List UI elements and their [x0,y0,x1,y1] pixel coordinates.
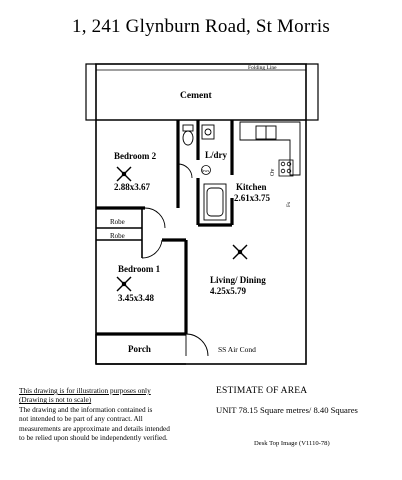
door-arc-bed1 [141,239,163,259]
laundry-tub-icon [201,124,215,140]
fan-icon-bed1 [116,276,132,292]
hws-label: hws [202,168,209,173]
living-size: 4.25x5.79 [210,286,247,296]
disclaimer-line-3: The drawing and the information containe… [19,404,153,414]
cooktop-icon [278,159,294,177]
bedroom1-size: 3.45x3.48 [118,293,155,303]
disclaimer-line-2: (Drawing is not to scale) [19,395,92,405]
fridge-space-label: Fs [286,202,292,207]
door-swings [141,163,209,357]
disclaimer-line-6: to be relied upon should be independentl… [19,433,168,443]
bedroom1-label: Bedroom 1 [118,264,161,274]
disclaimer: This drawing is for illustration purpose… [19,386,199,442]
bath-icon [203,183,227,221]
ldry-label: L/dry [205,150,228,160]
left-overhang [85,63,96,121]
disclaimer-line-4: not intended to be part of any contract.… [19,414,143,424]
door-arc-front [185,333,209,357]
estimate-heading: ESTIMATE OF AREA [216,386,308,396]
cement-label: Cement [180,91,212,101]
porch-label: Porch [128,344,151,354]
outer-boundary [95,63,307,365]
disclaimer-line-5: measurements are approximate and details… [19,423,170,433]
oven-label: Ov [270,169,276,176]
fan-icon-bed2 [116,166,132,182]
kitchen-size: 2.61x3.75 [234,193,271,203]
living-label: Living/ Dining [210,275,266,285]
folding-line-label: Folding Line [248,65,277,71]
image-reference: Desk Top Image (V1110-78) [254,440,330,447]
hws-icon [201,165,211,175]
ceiling-fans [116,166,248,292]
toilet-icon [182,124,194,146]
door-arc-bed2 [144,207,166,229]
fan-icon-living [232,244,248,260]
door-arc-bath [177,163,193,179]
porch-outline [95,334,186,365]
bedroom2-size: 2.88x3.67 [114,182,151,192]
kitchen-bench [239,121,301,176]
sink-icon [255,125,277,140]
outer-walls [85,63,319,365]
robe1-label: Robe [110,218,125,226]
disclaimer-line-1: This drawing is for illustration purpose… [19,386,151,395]
aircon-label: SS Air Cond [218,345,256,354]
kitchen-label: Kitchen [236,182,267,192]
estimate-unit-line: UNIT 78.15 Square metres/ 8.40 Squares [216,405,358,415]
robe2-label: Robe [110,232,125,240]
bedroom2-label: Bedroom 2 [114,151,157,161]
right-overhang [306,63,319,121]
page-title: 1, 241 Glynburn Road, St Morris [72,16,330,37]
interior-walls [96,120,234,336]
